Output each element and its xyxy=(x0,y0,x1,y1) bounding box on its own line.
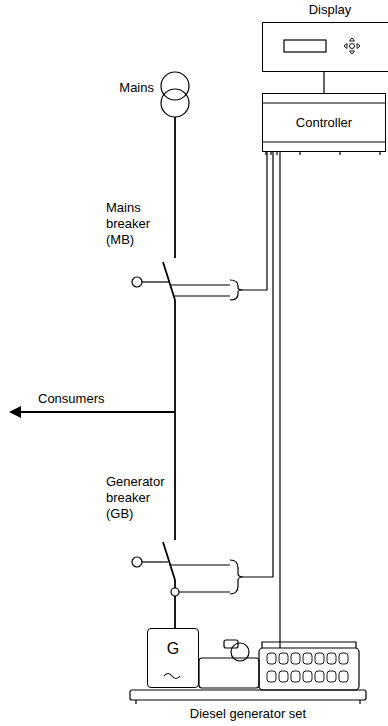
equipment-label: Diesel generator set xyxy=(140,706,356,722)
load-label: Consumers xyxy=(38,391,148,407)
breaker-label: Mains breaker (MB) xyxy=(106,200,164,248)
control-wire xyxy=(279,152,280,648)
generator-box: G xyxy=(147,628,199,688)
breaker-handle-link xyxy=(142,281,169,282)
mains-line xyxy=(174,117,176,258)
busbar xyxy=(174,300,176,540)
brace xyxy=(230,280,244,300)
base-foot xyxy=(136,700,360,704)
control-wire xyxy=(244,152,267,290)
breaker-handle xyxy=(132,557,142,567)
brace xyxy=(230,560,244,594)
connector-line xyxy=(324,72,325,93)
control-wire xyxy=(171,565,230,592)
connector-stroke xyxy=(323,72,324,93)
diesel-engine xyxy=(199,640,359,690)
breaker-label: Generator breaker (GB) xyxy=(106,474,174,522)
display-housing xyxy=(262,22,388,72)
base-frame xyxy=(130,690,366,700)
unit-heading: Display xyxy=(262,2,388,22)
source-label: Mains xyxy=(80,80,154,96)
breaker-handle-link xyxy=(142,561,168,562)
transformer-winding xyxy=(161,89,189,117)
control-wire xyxy=(244,152,273,577)
controller-terminals xyxy=(266,152,380,155)
control-wire xyxy=(171,285,230,296)
controller-box: Controller xyxy=(262,93,386,152)
current-transformer xyxy=(171,588,179,596)
box-title: Controller xyxy=(296,115,352,131)
generator-symbol-text: G xyxy=(167,641,179,657)
keypad xyxy=(344,38,360,54)
display-screen xyxy=(284,40,326,52)
generator-line xyxy=(174,580,176,628)
ac-symbol xyxy=(164,674,180,679)
display-unit: Display xyxy=(262,2,388,72)
controller-band xyxy=(262,103,386,142)
transformer-winding xyxy=(161,72,189,100)
breaker-blade xyxy=(163,542,175,580)
consumer-line xyxy=(18,411,175,413)
breaker-handle xyxy=(132,277,142,287)
arrow-head xyxy=(9,406,21,418)
breaker-blade xyxy=(163,262,175,300)
